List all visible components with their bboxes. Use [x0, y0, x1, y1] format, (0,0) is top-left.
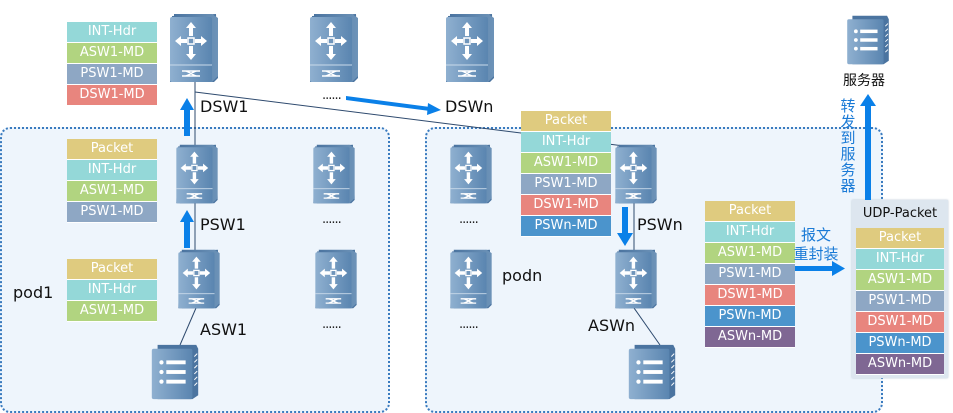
header-field-dsw1-md: DSW1-MD — [67, 85, 157, 106]
dsw1-switch-icon — [168, 12, 220, 84]
header-field-aswn-md: ASWn-MD — [856, 354, 944, 375]
header-field-packet: Packet — [856, 228, 944, 249]
header-field-dsw1-md: DSW1-MD — [521, 195, 611, 216]
psw1-switch-icon — [174, 143, 220, 205]
arrow-to-dswn — [346, 96, 430, 111]
pod1-psw-other-switch-icon — [311, 143, 357, 205]
collector-server-icon — [845, 14, 891, 66]
header-field-packet: Packet — [705, 201, 795, 222]
header-field-psw1-md: PSW1-MD — [67, 202, 157, 223]
header-field-pswn-md: PSWn-MD — [705, 306, 795, 327]
podn-label: podn — [502, 266, 543, 285]
pswn-switch-icon — [613, 143, 659, 205]
forward-char: 服 — [840, 145, 856, 163]
ellipsis-pod1-asw: ...... — [322, 317, 342, 332]
aswn-label: ASWn — [588, 316, 636, 335]
header-field-asw1-md: ASW1-MD — [705, 243, 795, 264]
header-field-dsw1-md: DSW1-MD — [856, 312, 944, 333]
header-field-int-hdr: INT-Hdr — [67, 280, 157, 301]
header-field-psw1-md: PSW1-MD — [521, 174, 611, 195]
core-switch-icon — [308, 12, 360, 84]
header-field-int-hdr: INT-Hdr — [705, 222, 795, 243]
arrow-reencap — [795, 266, 833, 271]
server-label: 服务器 — [843, 73, 885, 89]
header-field-psw1-md: PSW1-MD — [67, 64, 157, 85]
podn-asw-other-switch-icon — [448, 248, 494, 310]
header-field-aswn-md: ASWn-MD — [705, 327, 795, 348]
arrow-dswn-pswn — [622, 207, 628, 237]
podn-server-icon — [626, 343, 678, 401]
header-field-asw1-md: ASW1-MD — [856, 270, 944, 291]
header-field-asw1-md: ASW1-MD — [521, 153, 611, 174]
reencap-label-line1: 报文 — [800, 226, 831, 244]
udp-packet-title: UDP-Packet — [862, 206, 938, 221]
podn-psw-other-switch-icon — [448, 143, 494, 205]
dswn-switch-icon — [444, 12, 496, 84]
ellipsis-podn-psw: ...... — [459, 212, 479, 227]
header-field-packet: Packet — [67, 139, 157, 160]
forward-char: 发 — [840, 113, 856, 131]
header-field-int-hdr: INT-Hdr — [856, 249, 944, 270]
pod1-asw-other-switch-icon — [313, 248, 359, 310]
header-field-packet: Packet — [521, 111, 611, 132]
link-aswn-server — [633, 307, 661, 346]
aswn-switch-icon — [613, 248, 659, 310]
asw1-label: ASW1 — [200, 320, 248, 339]
forward-char: 务 — [840, 161, 856, 179]
pswn-label: PSWn — [637, 215, 683, 234]
header-field-psw1-md: PSW1-MD — [856, 291, 944, 312]
psw1-label: PSW1 — [200, 215, 246, 234]
ellipsis-podn-asw: ...... — [459, 317, 479, 332]
header-field-pswn-md: PSWn-MD — [521, 216, 611, 237]
header-field-dsw1-md: DSW1-MD — [705, 285, 795, 306]
forward-to-server-label: 转 发 到 服 务 器 — [839, 98, 857, 194]
header-field-asw1-md: ASW1-MD — [67, 43, 157, 64]
header-field-packet: Packet — [67, 259, 157, 280]
asw1-switch-icon — [176, 248, 222, 310]
pod1-server-icon — [149, 343, 201, 401]
reencap-label: 报文 重封装 — [793, 226, 838, 264]
pod1-label: pod1 — [13, 283, 54, 302]
header-field-asw1-md: ASW1-MD — [67, 301, 157, 322]
forward-char: 器 — [840, 177, 856, 195]
ellipsis-core: ...... — [322, 88, 342, 103]
forward-char: 转 — [840, 97, 856, 115]
arrow-asw1-psw1 — [184, 220, 190, 248]
header-field-int-hdr: INT-Hdr — [67, 160, 157, 181]
dswn-label: DSWn — [445, 97, 494, 116]
ellipsis-pod1-psw: ...... — [322, 212, 342, 227]
header-field-int-hdr: INT-Hdr — [67, 22, 157, 43]
reencap-label-line2: 重封装 — [793, 245, 839, 263]
header-field-int-hdr: INT-Hdr — [521, 132, 611, 153]
forward-char: 到 — [840, 129, 856, 147]
header-field-asw1-md: ASW1-MD — [67, 181, 157, 202]
link-asw1-server — [179, 307, 197, 346]
arrow-psw1-dsw1 — [184, 108, 190, 136]
dsw1-label: DSW1 — [200, 97, 249, 116]
header-field-psw1-md: PSW1-MD — [705, 264, 795, 285]
header-field-pswn-md: PSWn-MD — [856, 333, 944, 354]
arrow-to-server — [865, 103, 871, 200]
